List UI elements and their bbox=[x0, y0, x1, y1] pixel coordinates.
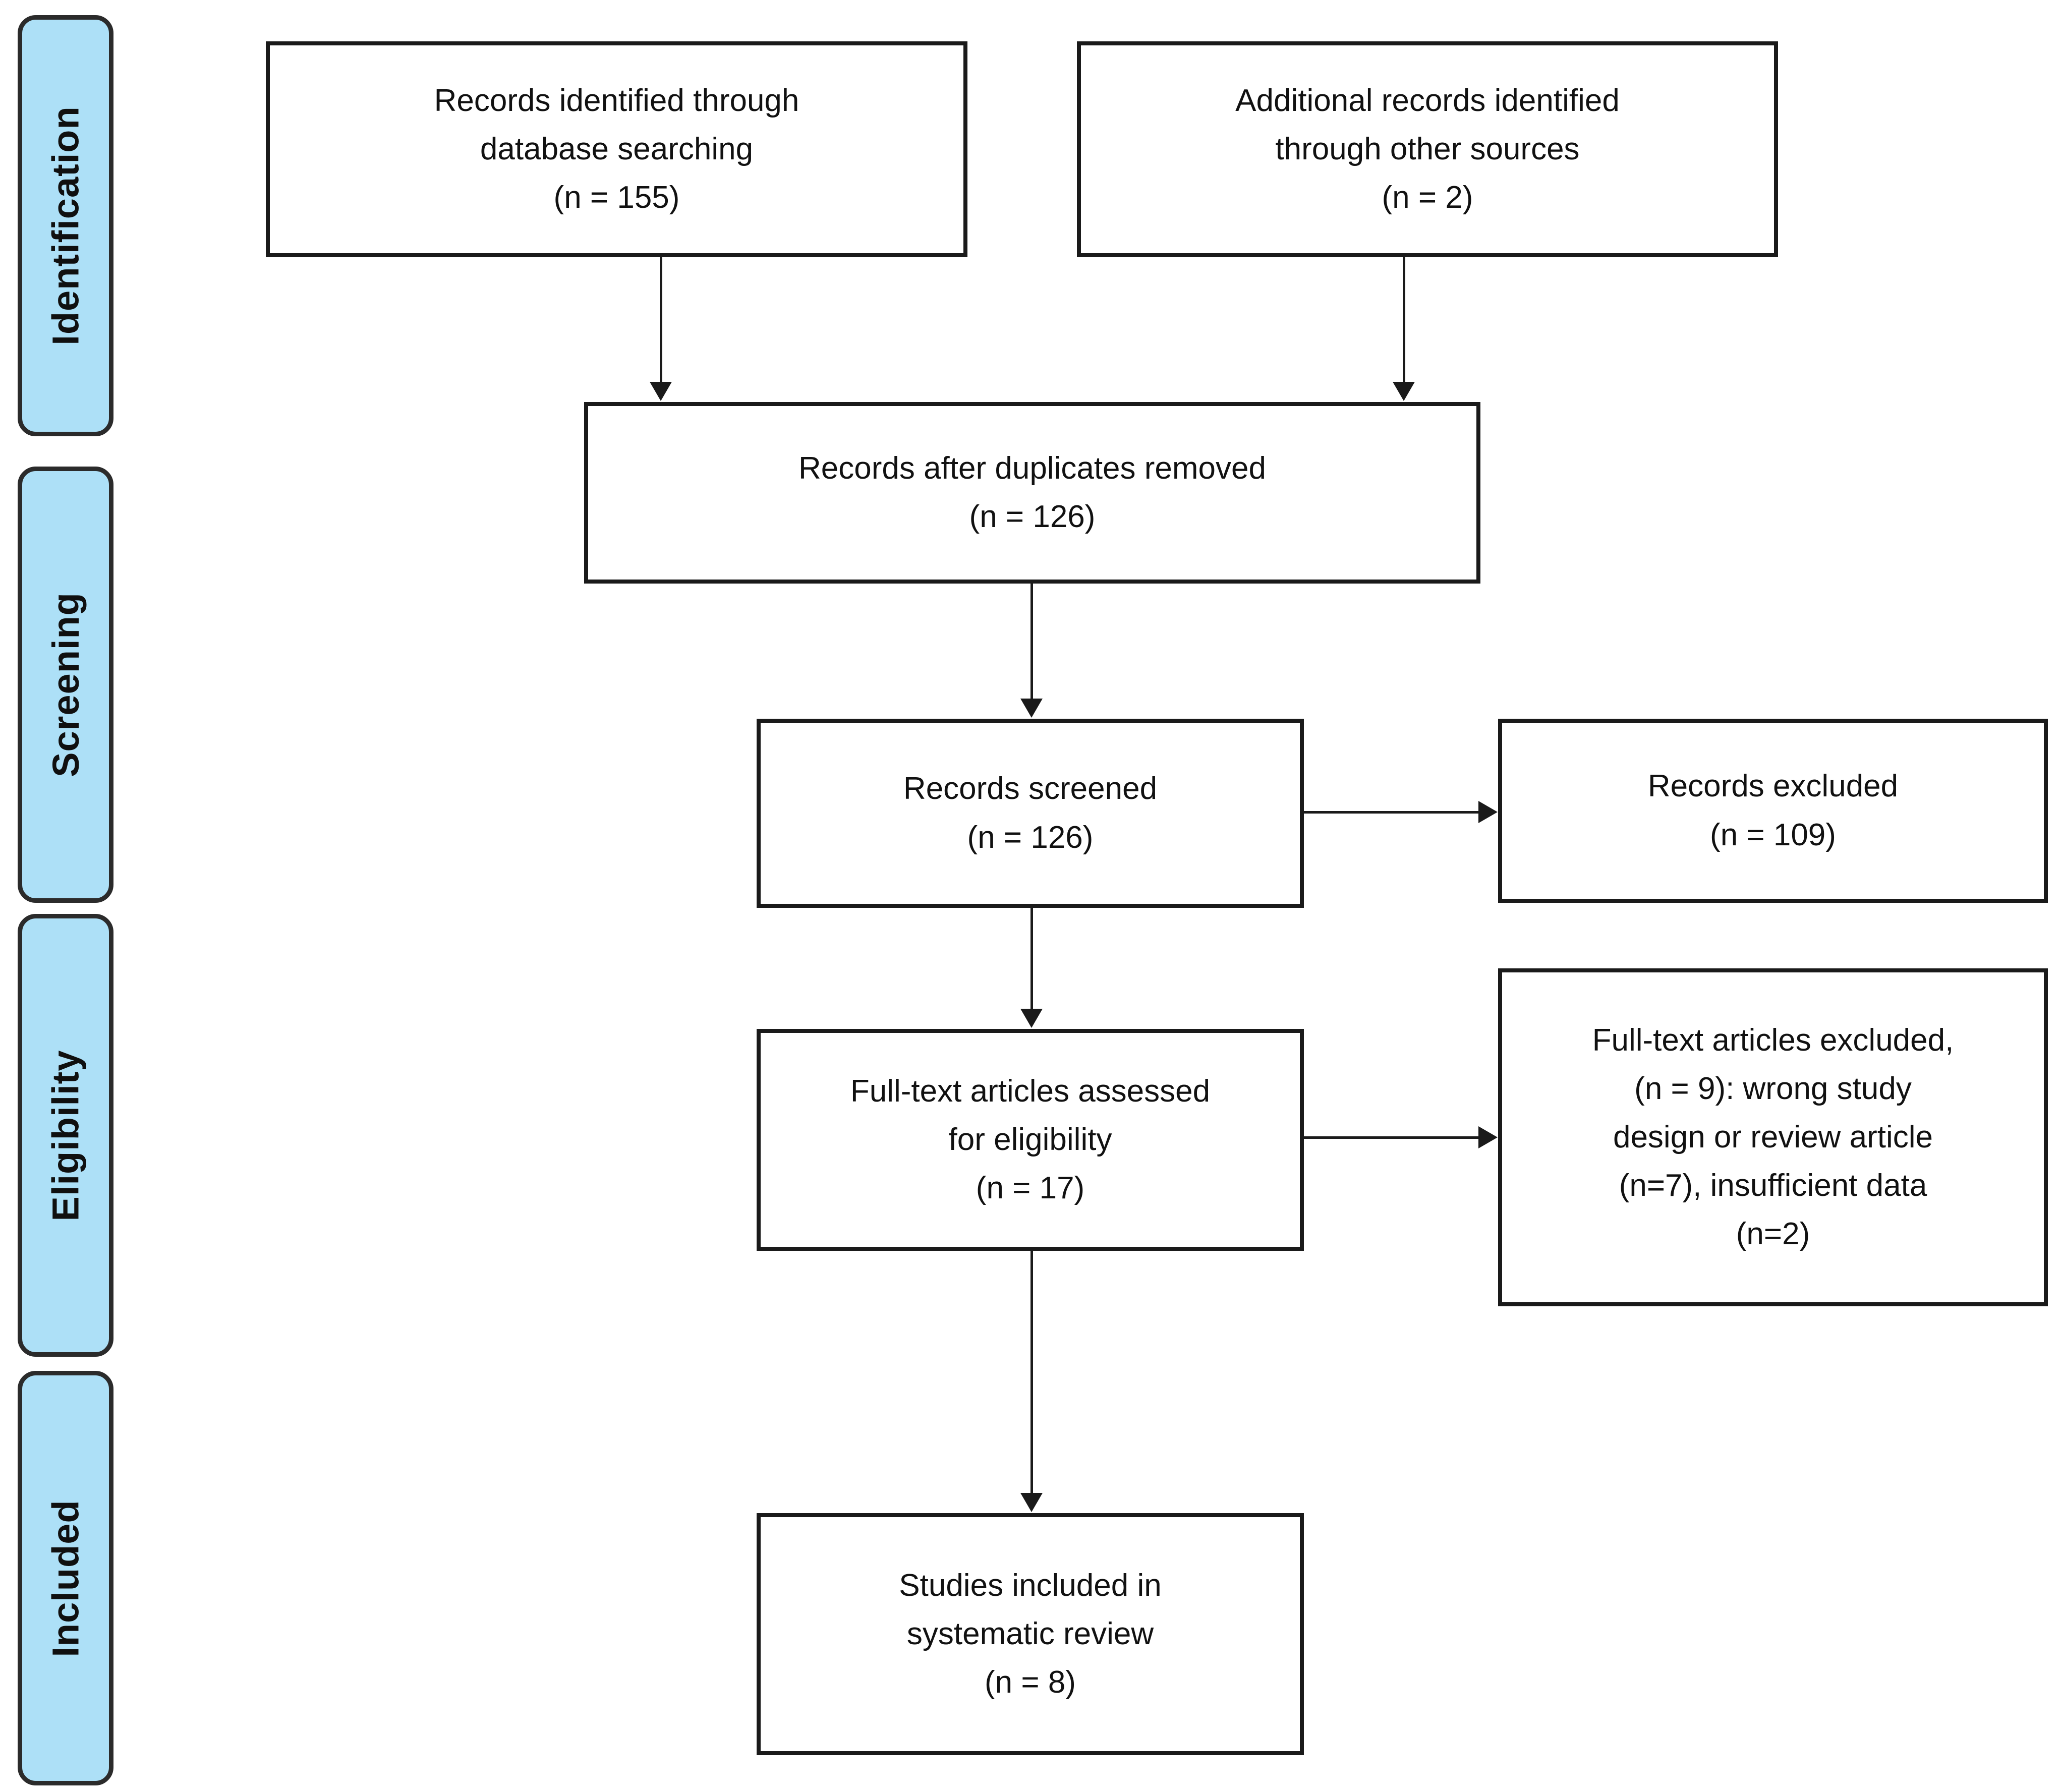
box-records-excluded: Records excluded (n = 109) bbox=[1498, 719, 2048, 903]
box-line: Studies included in bbox=[899, 1568, 1162, 1603]
box-count: (n = 155) bbox=[553, 180, 680, 215]
box-line: (n=7), insufficient data bbox=[1619, 1168, 1927, 1203]
box-fulltext-articles-excluded: Full-text articles excluded, (n = 9): wr… bbox=[1498, 968, 2048, 1306]
box-line: Full-text articles excluded, bbox=[1592, 1022, 1954, 1058]
box-studies-included-systematic-review: Studies included in systematic review (n… bbox=[757, 1513, 1304, 1755]
box-line: design or review article bbox=[1613, 1119, 1933, 1154]
box-count: (n = 126) bbox=[969, 499, 1096, 534]
box-records-screened: Records screened (n = 126) bbox=[757, 719, 1304, 908]
box-line: Records after duplicates removed bbox=[798, 450, 1266, 486]
stage-pill-identification: Identification bbox=[18, 15, 113, 436]
box-count: (n = 17) bbox=[976, 1171, 1085, 1206]
box-line: Records excluded bbox=[1647, 769, 1899, 804]
stage-label-screening: Screening bbox=[44, 592, 87, 777]
stage-label-identification: Identification bbox=[44, 106, 87, 345]
box-line: (n = 9): wrong study bbox=[1634, 1071, 1912, 1106]
box-records-identified-database-searching: Records identified through database sear… bbox=[266, 41, 967, 257]
box-records-after-duplicates-removed: Records after duplicates removed (n = 12… bbox=[584, 402, 1480, 584]
stage-pill-screening: Screening bbox=[18, 467, 113, 903]
box-count: (n = 2) bbox=[1382, 180, 1473, 215]
box-count: (n=2) bbox=[1736, 1217, 1810, 1252]
box-additional-records-other-sources: Additional records identified through ot… bbox=[1077, 41, 1778, 257]
box-count: (n = 8) bbox=[985, 1665, 1076, 1700]
stage-pill-included: Included bbox=[18, 1371, 113, 1785]
box-count: (n = 126) bbox=[967, 820, 1094, 855]
box-line: database searching bbox=[480, 131, 754, 166]
stage-label-included: Included bbox=[44, 1499, 87, 1657]
box-line: through other sources bbox=[1275, 131, 1580, 166]
stage-label-eligibility: Eligibility bbox=[44, 1050, 87, 1221]
box-line: Additional records identified bbox=[1235, 83, 1620, 118]
box-line: Full-text articles assessed bbox=[850, 1073, 1211, 1109]
box-fulltext-articles-assessed: Full-text articles assessed for eligibil… bbox=[757, 1029, 1304, 1251]
stage-pill-eligibility: Eligibility bbox=[18, 914, 113, 1357]
box-line: Records identified through bbox=[434, 83, 799, 118]
box-line: Records screened bbox=[903, 771, 1158, 806]
box-line: for eligibility bbox=[948, 1122, 1112, 1157]
box-line: systematic review bbox=[906, 1616, 1154, 1651]
box-count: (n = 109) bbox=[1710, 817, 1836, 852]
